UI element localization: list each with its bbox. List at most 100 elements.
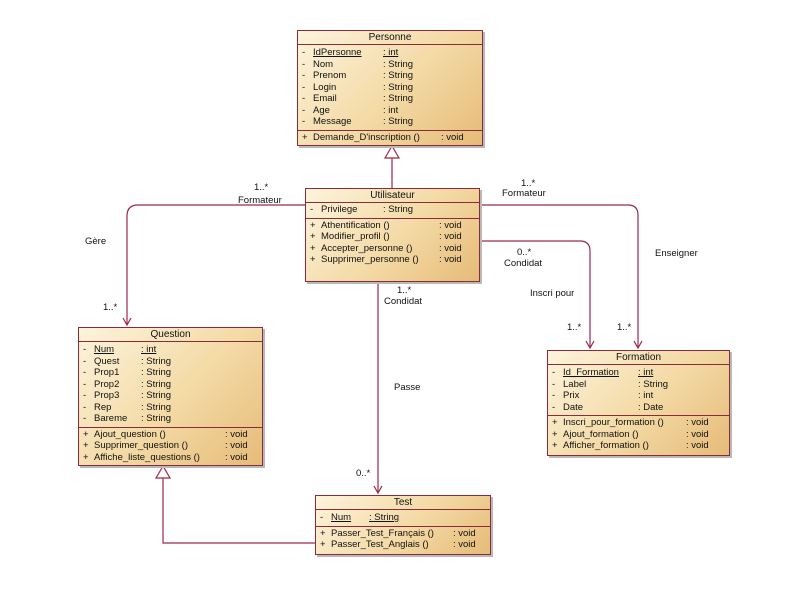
attribute-row: -IdPersonne: int: [302, 47, 479, 59]
operation-name: Afficher_formation (): [563, 440, 649, 451]
multiplicity-label: 0..*: [517, 247, 532, 258]
association-name-label: Enseigner: [655, 248, 698, 259]
operation-row: +Supprimer_personne (): void: [310, 254, 476, 266]
attribute-row: -Privilege: String: [310, 204, 476, 216]
attribute-type: : String: [141, 413, 172, 424]
visibility-marker: +: [83, 440, 89, 451]
operation-return-type: : void: [453, 539, 476, 550]
multiplicity-label: 1..*: [617, 322, 632, 333]
operation-name: Supprimer_question (): [94, 440, 188, 451]
attribute-name: Nom: [313, 58, 334, 70]
attribute-name: Num: [94, 344, 115, 355]
operations-section: +Inscri_pour_formation (): void+Ajout_fo…: [548, 416, 729, 454]
attributes-section: -Num: int-Quest: String-Prop1: String-Pr…: [79, 342, 262, 428]
visibility-marker: -: [83, 378, 87, 390]
attribute-name: Prix: [563, 390, 580, 401]
visibility-marker: -: [302, 70, 306, 81]
attribute-type: : String: [383, 81, 414, 93]
visibility-marker: -: [83, 390, 87, 401]
attribute-name: Prop1: [94, 367, 120, 378]
attribute-type: : String: [141, 355, 172, 367]
operation-name: Supprimer_personne (): [321, 254, 419, 265]
visibility-marker: +: [552, 417, 558, 428]
operation-return-type: : void: [225, 428, 248, 440]
attribute-name: Quest: [94, 355, 120, 367]
visibility-marker: -: [552, 401, 556, 413]
operation-name: Affiche_liste_questions (): [94, 451, 200, 463]
class-formation[interactable]: Formation -Id_Formation: int-Label: Stri…: [547, 350, 730, 456]
operation-row: + Afficher_formation () : void: [552, 440, 726, 452]
operation-row: +Demande_D'inscription (): void: [302, 132, 479, 144]
operation-return-type: : void: [686, 428, 709, 440]
attribute-name: Rep: [94, 401, 112, 413]
attribute-type: : String: [141, 401, 172, 413]
role-label: Formateur: [502, 188, 546, 199]
attribute-type: : String: [383, 70, 414, 81]
operation-name: Ajout_formation (): [563, 428, 639, 440]
visibility-marker: +: [552, 440, 558, 451]
visibility-marker: +: [302, 131, 308, 143]
multiplicity-label: 1..*: [567, 322, 582, 333]
visibility-marker: +: [310, 231, 316, 242]
attribute-row: -Login: String: [302, 82, 479, 94]
attribute-row: -Num : int: [83, 344, 259, 356]
attribute-row: -Age: int: [302, 105, 479, 117]
multiplicity-label: 1..*: [397, 285, 412, 296]
class-test[interactable]: Test -Num: String +Passer_Test_Français …: [315, 495, 491, 555]
attributes-section: -Privilege: String: [306, 203, 479, 219]
attribute-row: -Date: Date: [552, 402, 726, 414]
attributes-section: -Id_Formation: int-Label: String-Prix: i…: [548, 365, 729, 416]
operation-row: +Ajout_formation (): void: [552, 429, 726, 441]
attribute-type: : int: [383, 104, 399, 116]
generalization-arrowhead: [383, 144, 401, 159]
attribute-name: Email: [313, 93, 337, 104]
visibility-marker: -: [83, 367, 87, 378]
attribute-type: : int: [141, 344, 157, 355]
operation-return-type: : void: [453, 527, 476, 539]
class-name: Formation: [548, 351, 729, 365]
multiplicity-label: 0..*: [356, 468, 371, 479]
visibility-marker: -: [320, 512, 324, 523]
visibility-marker: -: [552, 367, 556, 378]
operation-row: +Inscri_pour_formation (): void: [552, 417, 726, 429]
attribute-type: : int: [638, 390, 654, 401]
operation-row: +Affiche_liste_questions (): void: [83, 452, 259, 464]
operations-section: +Athentification (): void+Modifier_profi…: [306, 219, 479, 268]
operation-name: Demande_D'inscription (): [313, 131, 420, 143]
attribute-type: : String: [141, 390, 172, 401]
class-utilisateur[interactable]: Utilisateur -Privilege: String +Athentif…: [305, 188, 480, 282]
visibility-marker: +: [83, 451, 89, 463]
operation-return-type: : void: [686, 440, 709, 451]
visibility-marker: -: [83, 344, 87, 355]
attribute-name: Prenom: [313, 70, 347, 81]
multiplicity-label: 1..*: [521, 178, 536, 189]
visibility-marker: +: [320, 527, 326, 539]
operation-return-type: : void: [439, 231, 462, 242]
association-name-label: Inscri pour: [530, 288, 575, 299]
attribute-name: IdPersonne: [313, 47, 362, 58]
class-personne[interactable]: Personne -IdPersonne: int-Nom: String-Pr…: [297, 30, 483, 146]
attribute-name: Label: [563, 378, 587, 390]
operation-row: + Passer_Test_Anglais () : void: [320, 539, 487, 551]
class-question[interactable]: Question -Num: int-Quest: String-Prop1: …: [78, 327, 263, 466]
operation-name: Passer_Test_Anglais (): [331, 539, 429, 550]
multiplicity-label: 1..*: [103, 302, 118, 313]
attribute-name: Login: [313, 81, 337, 93]
visibility-marker: -: [302, 93, 306, 104]
attribute-name: Date: [563, 401, 584, 413]
role-label: Formateur: [238, 195, 282, 206]
attributes-section: -Num: String: [316, 510, 490, 527]
operation-name: Athentification (): [321, 219, 390, 231]
operation-row: +Ajout_question (): void: [83, 429, 259, 441]
visibility-marker: -: [302, 104, 306, 116]
attribute-name: Prop3: [94, 390, 120, 401]
attribute-row: -Prop2: String: [83, 379, 259, 391]
attribute-row: -Message: String: [302, 116, 479, 128]
visibility-marker: -: [83, 413, 87, 424]
operation-return-type: : void: [225, 440, 248, 451]
operations-section: +Passer_Test_Français (): void+Passer_Te…: [316, 527, 490, 553]
operation-row: + Supprimer_question () : void: [83, 440, 259, 452]
attribute-row: -Nom: String: [302, 59, 479, 71]
visibility-marker: +: [320, 539, 326, 550]
